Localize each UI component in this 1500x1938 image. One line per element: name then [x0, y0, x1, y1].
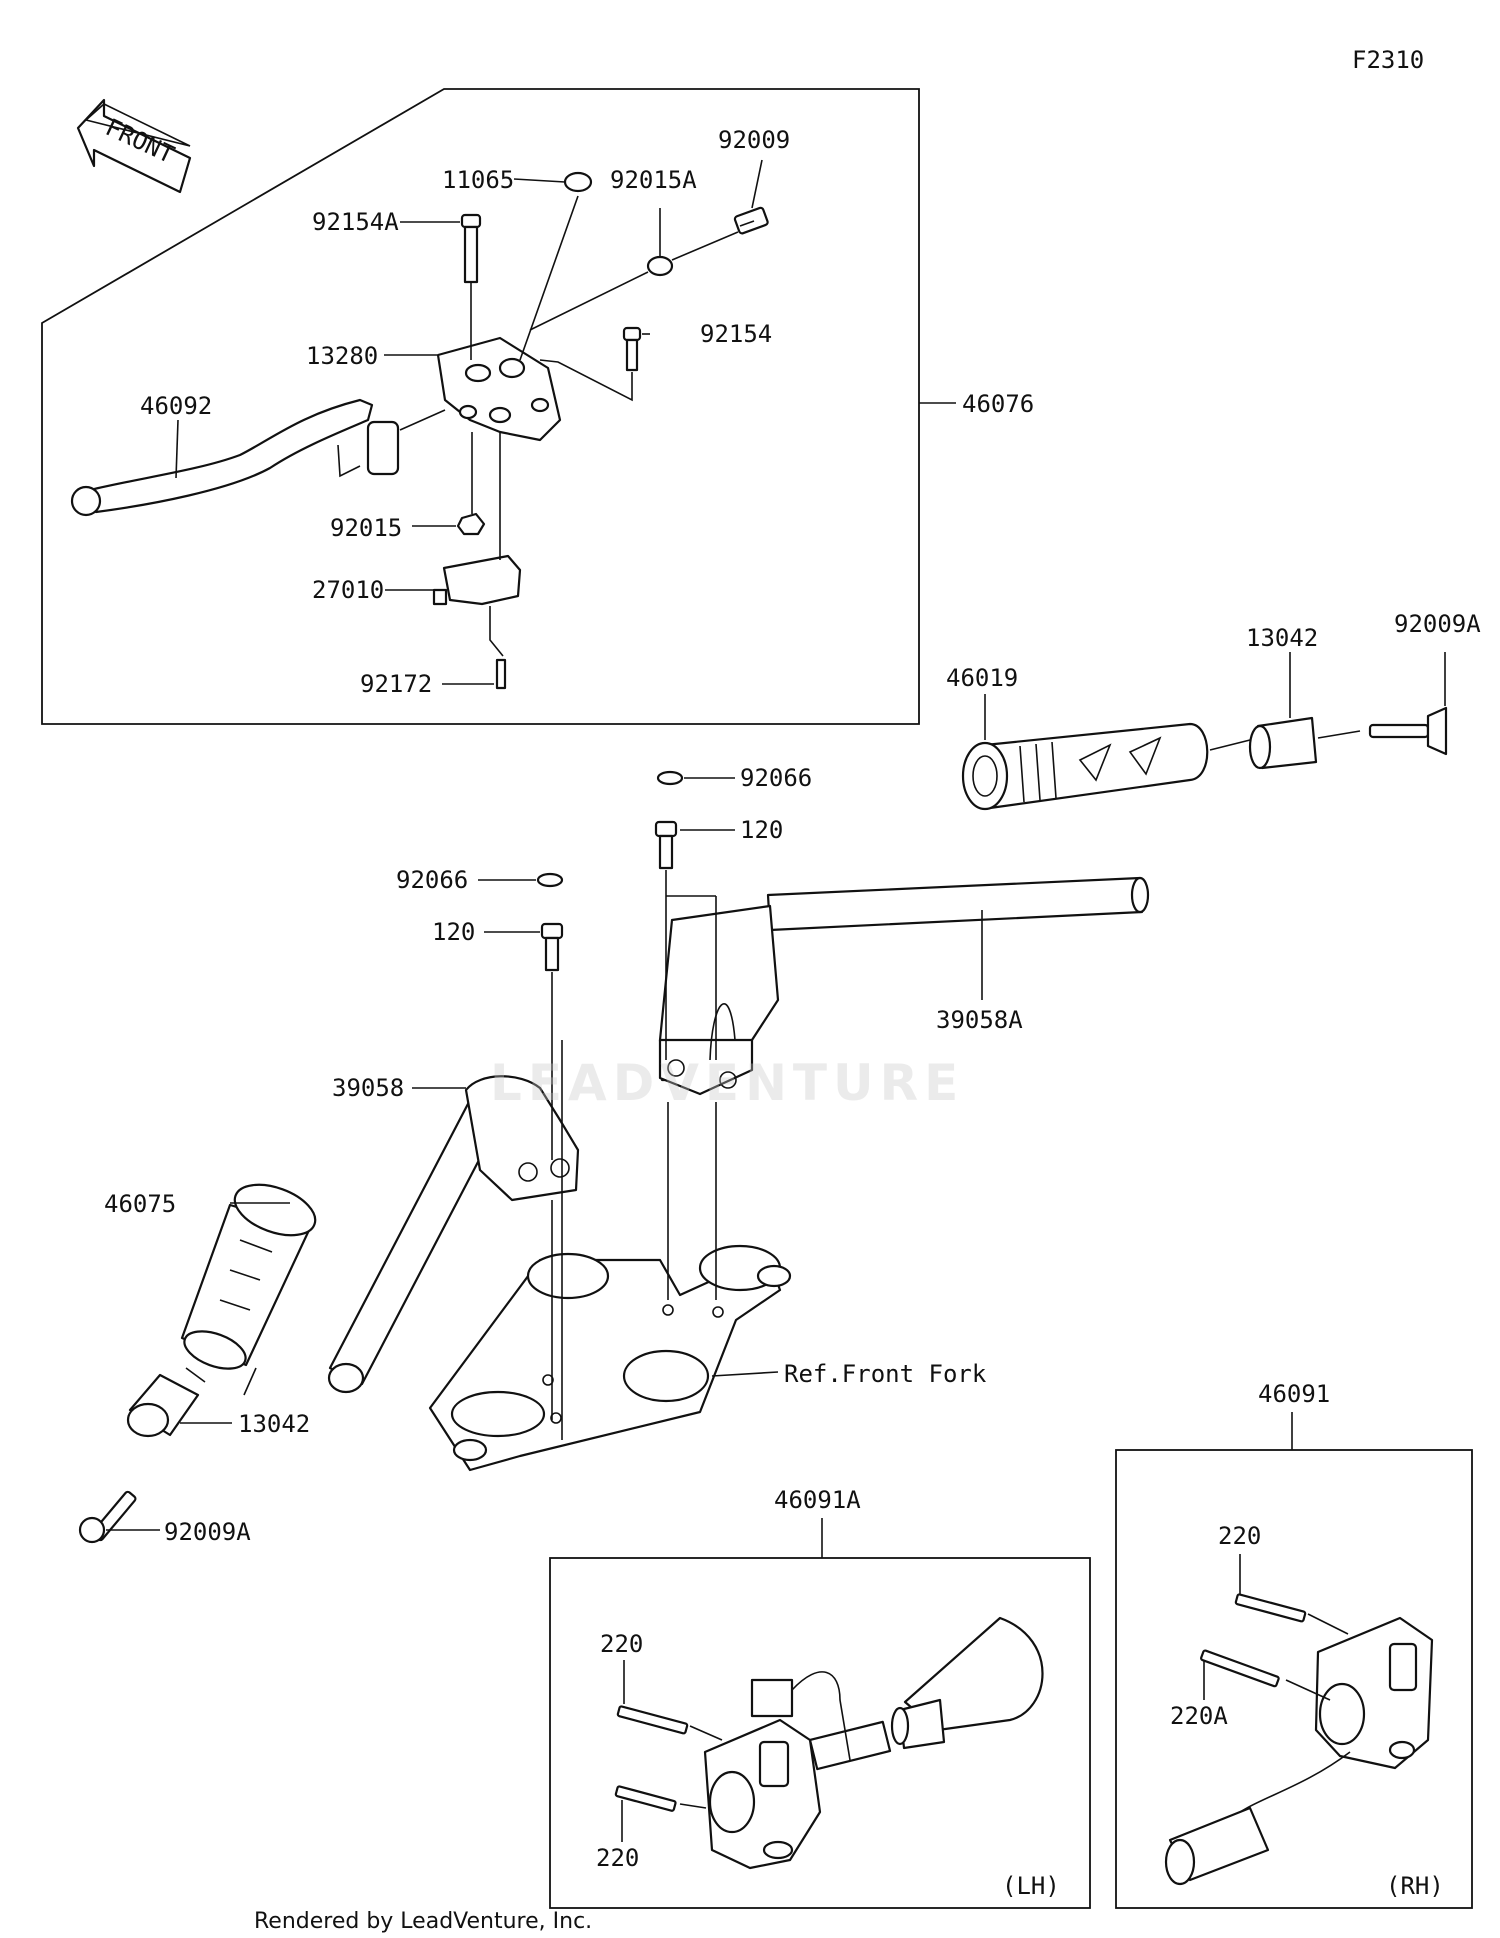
rh-switch-housing [1164, 1616, 1434, 1886]
label-13042-bottom: 13042 [238, 1410, 310, 1438]
label-13280: 13280 [306, 342, 378, 370]
lever-switch [432, 554, 522, 606]
label-39058: 39058 [332, 1074, 404, 1102]
label-46091: 46091 [1258, 1380, 1330, 1408]
label-46076: 46076 [962, 390, 1034, 418]
right-bar-end-screw [1368, 706, 1448, 756]
pivot-bolt [460, 213, 482, 284]
nut-part [456, 512, 486, 536]
label-92009A-top: 92009A [1394, 610, 1481, 638]
watermark: LEADVENTURE [490, 1054, 964, 1112]
label-220-lh-bottom: 220 [596, 1844, 639, 1872]
front-arrow-icon: FRONT [76, 98, 192, 194]
label-92154: 92154 [700, 320, 772, 348]
label-46019: 46019 [946, 664, 1018, 692]
washer-part [646, 255, 674, 277]
label-92154A: 92154A [312, 208, 399, 236]
lh-switch-housing [703, 1616, 1044, 1870]
label-27010: 27010 [312, 576, 384, 604]
right-handlebar [658, 876, 1150, 1096]
label-120-left: 120 [432, 918, 475, 946]
left-grip [180, 1183, 317, 1370]
label-92066-right: 92066 [740, 764, 812, 792]
label-92009: 92009 [718, 126, 790, 154]
lever-kit-frame [41, 88, 920, 725]
label-13042-top: 13042 [1246, 624, 1318, 652]
label-ref-front-fork: Ref.Front Fork [784, 1360, 987, 1388]
label-120-right: 120 [740, 816, 783, 844]
washer-right [656, 770, 684, 786]
lh-screws [614, 1660, 723, 1842]
left-handlebar [327, 1075, 580, 1394]
figure-code: F2310 [1352, 46, 1424, 74]
label-220-rh: 220 [1218, 1522, 1261, 1550]
label-lh-tag: (LH) [1002, 1872, 1060, 1900]
right-bar-end-weight [1248, 716, 1318, 770]
label-46075: 46075 [104, 1190, 176, 1218]
cap-part [563, 171, 593, 193]
label-220A: 220A [1170, 1702, 1228, 1730]
label-92015: 92015 [330, 514, 402, 542]
part-labels: 11065 92009 92015A 92154A 92154 13280 46… [104, 126, 1481, 1900]
adjuster-screw [733, 206, 769, 235]
label-92066-left: 92066 [396, 866, 468, 894]
label-92009A-bottom: 92009A [164, 1518, 251, 1546]
left-bar-end-screw [78, 1490, 137, 1544]
lh-switch-frame [549, 1557, 1091, 1909]
lever-holder [436, 336, 562, 442]
bolt-120-right [654, 820, 678, 870]
washer-left [536, 872, 564, 888]
label-39058A: 39058A [936, 1006, 1023, 1034]
switch-screw [495, 658, 507, 690]
label-220-lh-top: 220 [600, 1630, 643, 1658]
rh-switch-frame [1115, 1449, 1473, 1909]
handlebar-leaders [106, 777, 983, 1531]
right-grip-leaders [984, 652, 1446, 751]
label-92172: 92172 [360, 670, 432, 698]
label-46091A: 46091A [774, 1486, 861, 1514]
rh-screws [1200, 1554, 1349, 1701]
footer-credit: Rendered by LeadVenture, Inc. [254, 1909, 592, 1934]
lever-kit-leaders [175, 159, 956, 685]
left-bar-end-weight [126, 1373, 200, 1438]
bolt-120-left [540, 922, 564, 972]
clutch-lever [70, 398, 400, 517]
holder-bolt [622, 326, 642, 372]
label-46092: 46092 [140, 392, 212, 420]
label-11065: 11065 [442, 166, 514, 194]
label-rh-tag: (RH) [1386, 1872, 1444, 1900]
right-grip [961, 722, 1209, 811]
top-triple-clamp [428, 1244, 792, 1472]
label-92015A: 92015A [610, 166, 697, 194]
small-parts [536, 770, 684, 972]
